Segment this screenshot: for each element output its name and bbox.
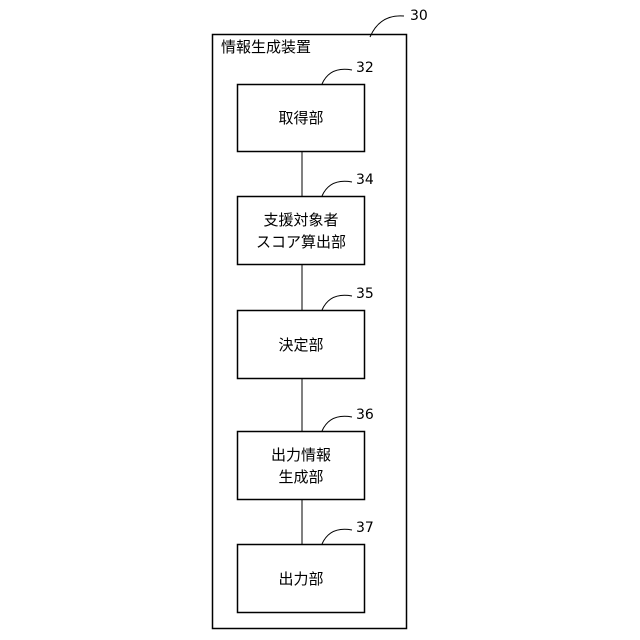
block-label-output-info-generation: 出力情報 生成部 — [238, 432, 364, 499]
block-label-acquisition: 取得部 — [238, 85, 364, 151]
block-ref-number: 37 — [356, 520, 374, 536]
block-label-score-calculation: 支援対象者 スコア算出部 — [238, 197, 364, 264]
block-ref-number: 36 — [356, 407, 374, 423]
block-ref-number: 35 — [356, 286, 374, 302]
block-ref-leader-32 — [322, 69, 352, 84]
block-ref-leader-35 — [322, 295, 352, 310]
block-label-decision: 決定部 — [238, 311, 364, 378]
block-ref-leader-36 — [322, 416, 352, 431]
block-ref-number: 34 — [356, 172, 374, 188]
block-label-output: 出力部 — [238, 545, 364, 612]
device-ref-number: 30 — [410, 8, 428, 24]
device-title: 情報生成装置 — [221, 38, 311, 56]
block-ref-number: 32 — [356, 60, 374, 76]
block-ref-leader-34 — [322, 181, 352, 196]
block-ref-leader-37 — [322, 529, 352, 544]
